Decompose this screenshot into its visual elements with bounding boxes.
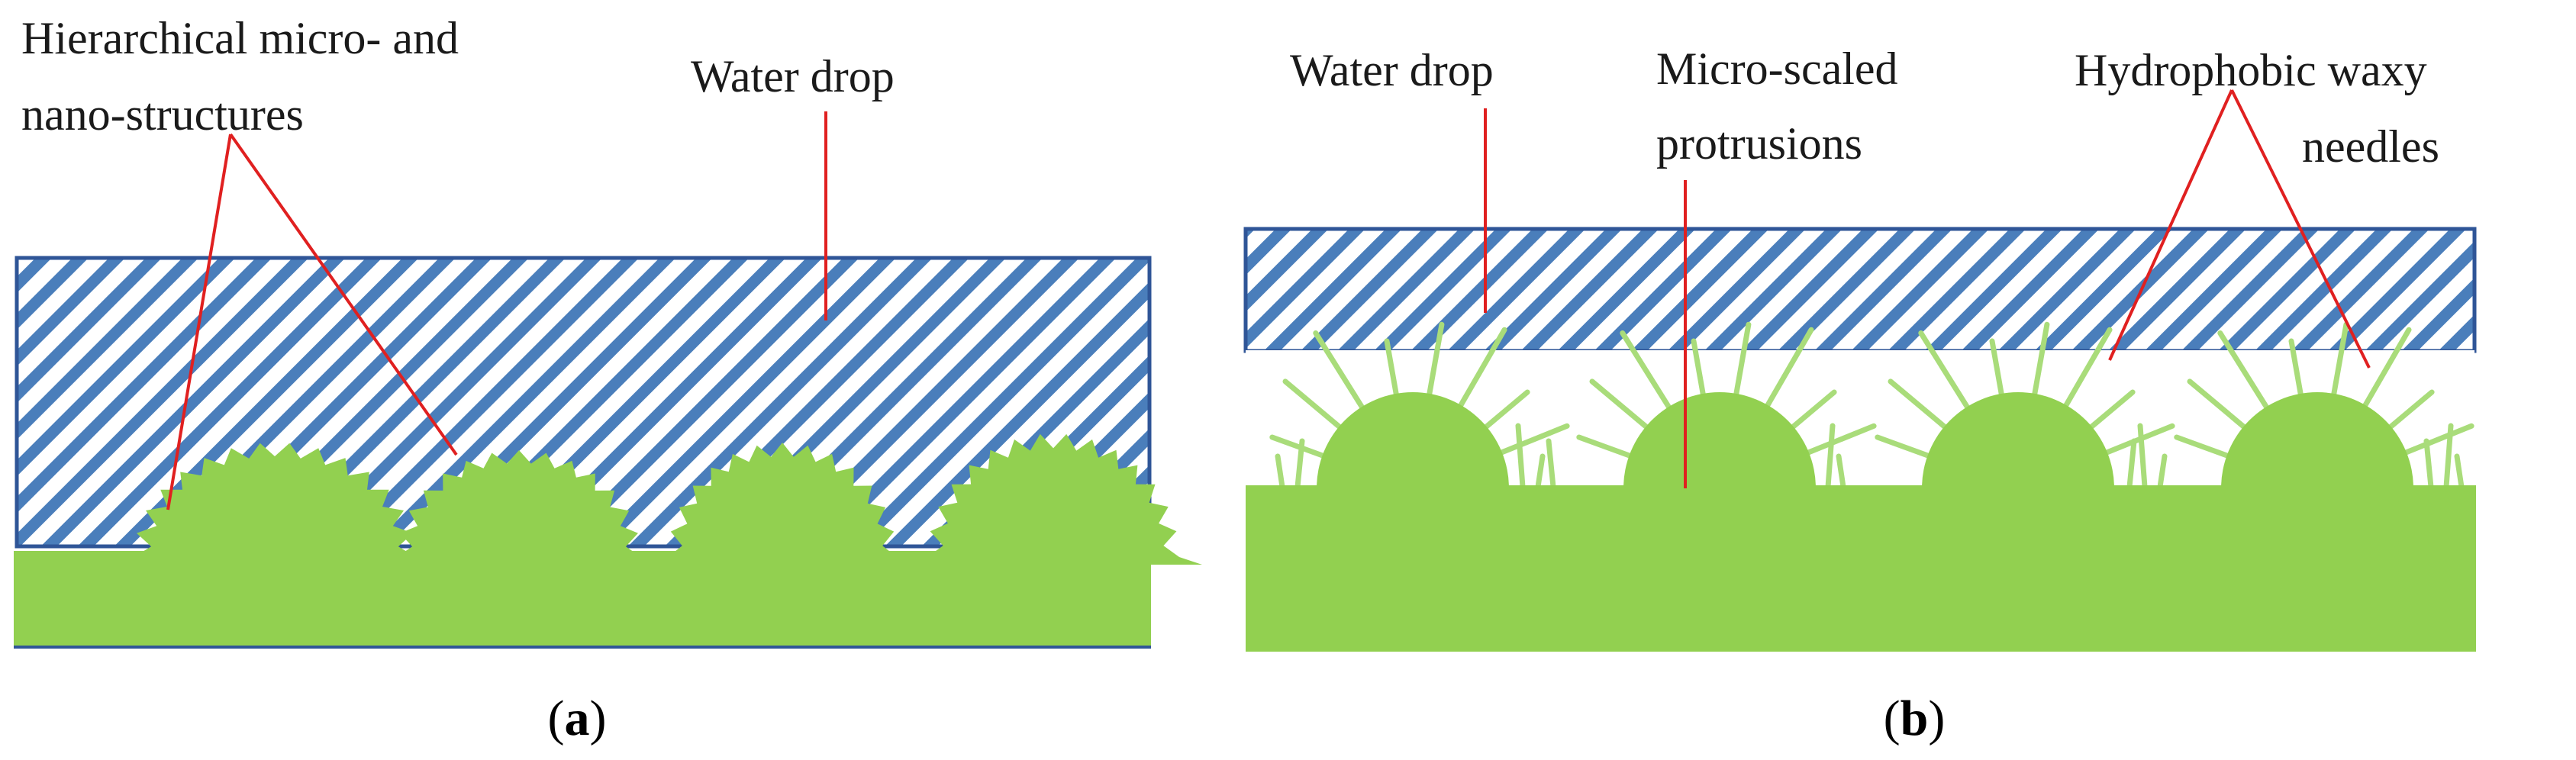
- waxy-needle: [1801, 423, 1877, 457]
- label-structures-line1: Hierarchical micro- and: [21, 13, 459, 63]
- waxy-needle: [2443, 423, 2454, 490]
- waxy-needle: [2061, 327, 2113, 412]
- caption-b: (b): [1884, 691, 1946, 746]
- waxy-needle: [2100, 423, 2175, 457]
- waxy-needle: [1918, 330, 1972, 414]
- leader-needles-right: [2230, 89, 2371, 369]
- waxy-needle: [1825, 423, 1836, 490]
- waxy-needle: [1733, 321, 1752, 401]
- waxy-needle: [1515, 423, 1526, 490]
- waxy-needle: [1294, 438, 1305, 490]
- label-water-b: Water drop: [1290, 45, 1494, 95]
- waxy-needle: [2157, 453, 2168, 490]
- waxy-needle: [1836, 453, 1846, 490]
- waxy-needle: [1787, 389, 1837, 433]
- waxy-needle: [1875, 434, 1935, 460]
- caption-a: (a): [548, 691, 607, 746]
- waxy-needle: [1456, 327, 1507, 412]
- label-needles-line1: Hydrophobic waxy: [2075, 45, 2427, 95]
- panel-a-substrate: [14, 551, 1151, 647]
- waxy-needle: [2137, 423, 2148, 490]
- panel-a-leaders: [166, 111, 827, 510]
- waxy-needle: [2288, 338, 2304, 401]
- label-structures-line2: nano-structures: [21, 89, 304, 140]
- panel-a-structures: [111, 433, 1202, 565]
- waxy-needle: [2423, 438, 2434, 490]
- panel-a: Hierarchical micro- and nano-structures …: [14, 13, 1202, 746]
- waxy-needle: [2174, 434, 2234, 460]
- leader-needles-left: [2108, 89, 2233, 361]
- waxy-needle: [1691, 338, 1707, 401]
- panel-b-needles: [1269, 321, 2474, 490]
- protrusion-4: [2221, 392, 2413, 488]
- leader-structures-left: [166, 134, 232, 510]
- waxy-needle: [2399, 423, 2474, 457]
- label-protrusions-line1: Micro-scaled: [1656, 43, 1898, 94]
- waxy-needle: [1275, 453, 1285, 490]
- panel-b-leaders: [1484, 89, 2371, 488]
- waxy-needle: [1282, 378, 1346, 433]
- protrusion-1: [1317, 392, 1509, 488]
- waxy-needle: [2031, 321, 2050, 401]
- waxy-needle: [2217, 330, 2271, 414]
- waxy-needle: [2330, 321, 2349, 401]
- label-water-a: Water drop: [691, 51, 895, 101]
- waxy-needle: [1546, 438, 1556, 490]
- waxy-needle: [1426, 321, 1445, 401]
- waxy-needle: [1762, 327, 1814, 412]
- waxy-needle: [1535, 453, 1546, 490]
- waxy-needle: [1494, 423, 1570, 457]
- panel-b-water-drop: [1243, 227, 2477, 353]
- waxy-needle: [1620, 330, 1674, 414]
- waxy-needle: [2085, 389, 2136, 433]
- panel-b-protrusions: [1317, 392, 2413, 488]
- leader-structures-right: [229, 133, 458, 456]
- waxy-needle: [1480, 389, 1530, 433]
- protrusion-3: [1922, 392, 2114, 488]
- panel-a-bump-2: [374, 450, 664, 565]
- panel-a-bump-3: [645, 443, 920, 565]
- waxy-needle: [1989, 338, 2005, 401]
- label-needles-line2: needles: [2302, 121, 2439, 172]
- waxy-needle: [1384, 338, 1400, 401]
- panel-b-substrate: [1246, 485, 2476, 652]
- waxy-needle: [1313, 330, 1367, 414]
- waxy-needle: [2454, 453, 2465, 490]
- panel-b: Water drop Micro-scaled protrusions Hydr…: [1243, 43, 2477, 746]
- waxy-needle: [2126, 438, 2137, 490]
- panel-a-bump-4: [904, 433, 1202, 565]
- waxy-needle: [1888, 378, 1951, 433]
- waxy-needle: [2360, 327, 2412, 412]
- protrusion-2: [1623, 392, 1816, 488]
- label-protrusions-line2: protrusions: [1656, 118, 1862, 169]
- panel-a-bump-1: [111, 443, 439, 565]
- waxy-needle: [2384, 389, 2435, 433]
- waxy-needle: [2187, 378, 2250, 433]
- waxy-needle: [1589, 378, 1652, 433]
- waxy-needle: [1576, 434, 1636, 460]
